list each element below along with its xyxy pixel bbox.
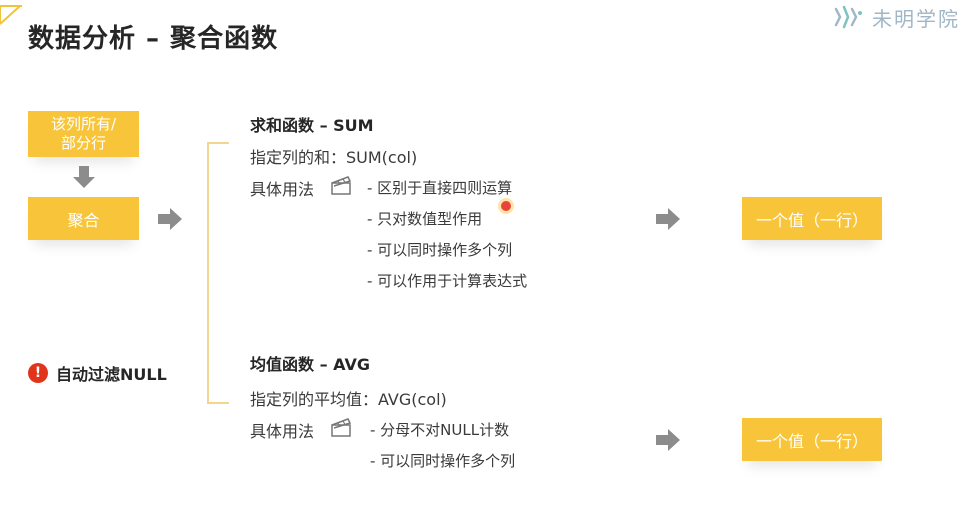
clapperboard-icon <box>331 176 352 195</box>
exclamation-circle-icon: ! <box>28 363 48 383</box>
page-title: 数据分析 – 聚合函数 <box>28 24 279 54</box>
brand-logo: 未明学院 <box>832 4 958 31</box>
sum-bullet-4: - 可以作用于计算表达式 <box>367 272 528 290</box>
bracket-divider <box>207 142 229 404</box>
avg-section-title: 均值函数 – AVG <box>250 355 370 374</box>
sum-usage-label: 具体用法 <box>250 180 315 199</box>
arrow-right-icon <box>158 208 182 230</box>
sum-result-box: 一个值（一行） <box>742 197 882 240</box>
corner-decoration <box>0 5 22 25</box>
sum-bullet-3: - 可以同时操作多个列 <box>367 241 513 259</box>
avg-result-box: 一个值（一行） <box>742 418 882 461</box>
avg-bullet-2: - 可以同时操作多个列 <box>370 452 516 470</box>
clapperboard-icon <box>331 418 352 437</box>
pointer-cursor <box>501 201 511 211</box>
sum-definition: 指定列的和：SUM(col) <box>250 148 418 167</box>
sum-bullet-2: - 只对数值型作用 <box>367 210 483 228</box>
brand-logo-icon <box>834 5 862 29</box>
null-filter-note: ! 自动过滤NULL <box>28 361 167 385</box>
source-rows-label-line1: 该列所有/ <box>50 115 117 133</box>
source-rows-label-line2: 部分行 <box>60 134 106 152</box>
avg-usage-label: 具体用法 <box>250 422 315 441</box>
aggregate-box: 聚合 <box>28 197 139 240</box>
sum-bullet-1: - 区别于直接四则运算 <box>367 179 513 197</box>
brand-name: 未明学院 <box>872 6 958 31</box>
arrow-down-icon <box>73 166 95 188</box>
arrow-right-icon <box>656 429 680 451</box>
avg-definition: 指定列的平均值：AVG(col) <box>250 390 447 409</box>
avg-bullet-1: - 分母不对NULL计数 <box>370 421 510 439</box>
sum-section-title: 求和函数 – SUM <box>250 116 374 135</box>
arrow-right-icon <box>656 208 680 230</box>
null-filter-text: 自动过滤NULL <box>56 365 167 384</box>
source-rows-box: 该列所有/ 部分行 <box>28 111 139 157</box>
